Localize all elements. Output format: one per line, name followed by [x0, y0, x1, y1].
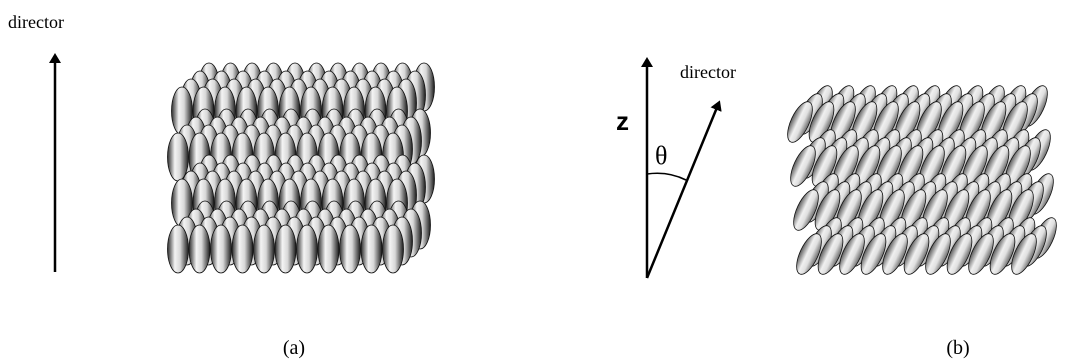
molecule-ellipse — [167, 132, 189, 182]
molecule-ellipse — [296, 224, 318, 274]
molecule-ellipse — [839, 233, 865, 275]
panel-b-z-label: z — [616, 106, 629, 136]
molecule-ellipse — [790, 145, 816, 187]
molecule-ellipse — [808, 101, 835, 143]
molecule-ellipse — [210, 224, 232, 274]
panel-b-molecule-stack — [787, 85, 1057, 275]
panel-a-director-label: director — [8, 12, 64, 32]
panel-a-caption: (a) — [283, 337, 305, 359]
molecule-ellipse — [882, 233, 908, 275]
molecule-ellipse — [814, 189, 841, 231]
molecule-ellipse — [231, 224, 254, 274]
panel-a: director (a) — [8, 12, 435, 359]
molecule-ellipse — [167, 224, 189, 274]
molecule-ellipse — [188, 224, 211, 274]
molecule-ellipse — [360, 224, 383, 274]
molecule-ellipse — [253, 224, 275, 274]
panel-b-caption: (b) — [946, 337, 969, 359]
molecule-ellipse — [339, 224, 361, 274]
molecule-ellipse — [274, 224, 297, 274]
molecule-ellipse — [796, 233, 822, 275]
molecule-ellipse — [1011, 233, 1037, 275]
molecule-ellipse — [317, 224, 340, 274]
panel-a-molecule-stack — [167, 62, 435, 274]
molecule-ellipse — [989, 233, 1016, 275]
molecule-ellipse — [811, 145, 838, 187]
panel-b-theta-label: θ — [655, 141, 667, 170]
molecule-ellipse — [968, 233, 994, 275]
panel-b: z director θ (b) — [616, 57, 1057, 359]
molecule-ellipse — [793, 189, 819, 231]
molecule-ellipse — [946, 233, 973, 275]
molecule-ellipse — [860, 233, 887, 275]
molecule-ellipse — [382, 224, 404, 274]
panel-b-angle-arc — [646, 172, 687, 181]
molecule-ellipse — [925, 233, 951, 275]
panel-b-director-arrow — [645, 100, 722, 279]
molecule-ellipse — [787, 101, 813, 143]
molecule-ellipse — [903, 233, 930, 275]
panel-b-director-label: director — [680, 62, 736, 82]
molecule-ellipse — [817, 233, 844, 275]
